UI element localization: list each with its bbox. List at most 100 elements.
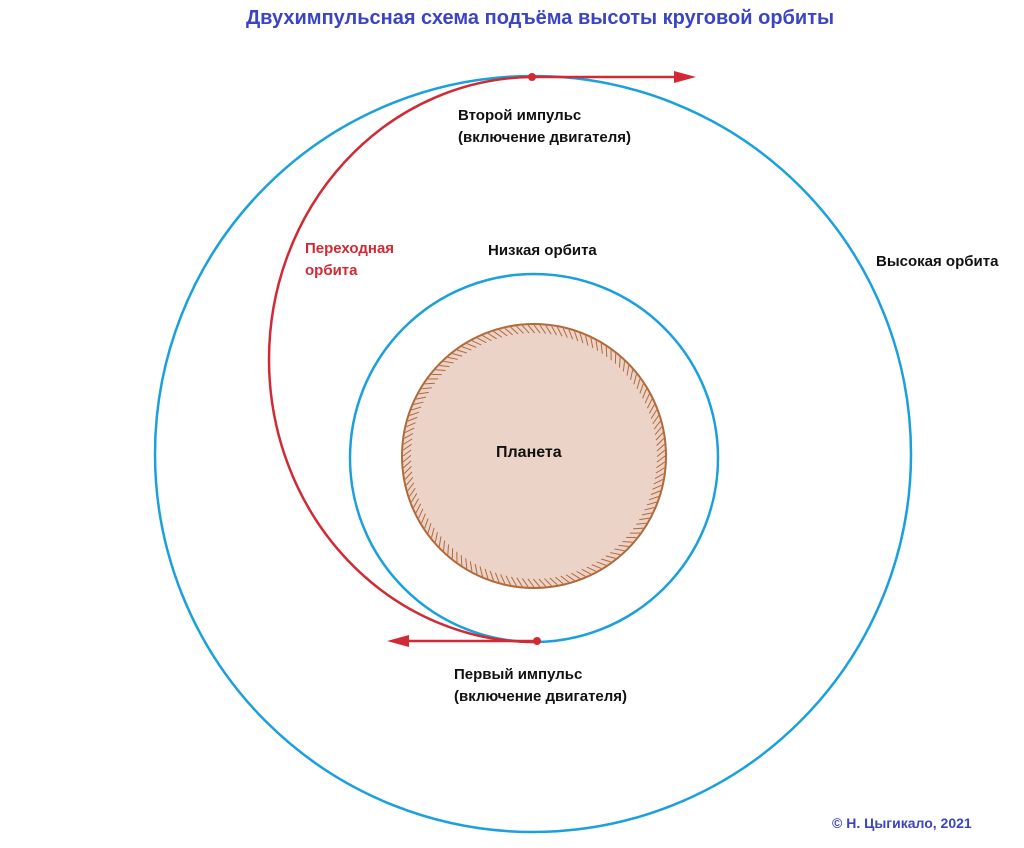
hatch-tick <box>447 544 450 555</box>
hatch-tick <box>646 501 657 506</box>
hatch-tick <box>590 337 594 349</box>
hatch-tick <box>622 361 626 372</box>
hatch-tick <box>626 365 630 376</box>
hatch-tick <box>641 512 653 516</box>
hatch-tick <box>650 490 661 496</box>
hatch-tick <box>596 561 607 566</box>
hatch-tick <box>574 331 579 342</box>
hatch-tick <box>618 357 621 368</box>
hatch-tick <box>636 378 641 389</box>
hatch-tick <box>466 343 477 348</box>
hatch-tick <box>493 331 503 338</box>
hatch-tick <box>403 460 412 469</box>
hatch-tick <box>545 325 552 335</box>
hatch-tick <box>510 576 517 587</box>
hatch-tick <box>516 577 523 587</box>
hatch-tick <box>653 420 661 430</box>
hatch-tick <box>489 570 494 581</box>
first-impulse-point <box>533 637 541 645</box>
hatch-tick <box>539 324 547 334</box>
hatch-tick <box>595 340 599 351</box>
hatch-tick <box>421 513 426 524</box>
hatch-tick <box>418 391 429 395</box>
copyright-notice: © Н. Цыгикало, 2021 <box>832 815 972 831</box>
hatch-tick <box>418 508 424 519</box>
hatch-tick <box>538 578 547 587</box>
hatch-tick <box>510 326 519 335</box>
hatch-tick <box>601 558 612 563</box>
hatch-tick <box>516 325 524 334</box>
hatch-tick <box>443 360 454 364</box>
hatch-tick <box>656 443 665 452</box>
hatch-tick <box>600 343 603 354</box>
hatch-tick <box>498 329 508 337</box>
planet-surface-hatching <box>402 324 666 588</box>
hatch-tick <box>648 496 659 501</box>
hatch-tick <box>435 369 446 372</box>
hatch-tick <box>653 478 664 485</box>
hatch-tick <box>656 461 666 469</box>
hatch-tick <box>642 388 647 399</box>
hatch-tick <box>533 324 541 334</box>
hatch-tick <box>639 517 650 521</box>
hatch-tick <box>402 443 412 451</box>
hatch-tick <box>405 477 414 486</box>
hatch-tick <box>630 369 634 380</box>
first-impulse-arrowhead <box>387 635 409 647</box>
hatch-tick <box>655 432 664 441</box>
hatch-tick <box>581 568 592 575</box>
second-impulse-label: Второй импульс (включение двигателя) <box>458 105 631 149</box>
hatch-tick <box>633 374 637 385</box>
hatch-tick <box>402 454 412 463</box>
hatch-tick <box>500 574 506 584</box>
hatch-tick <box>646 398 653 409</box>
hatch-tick <box>579 333 584 344</box>
hatch-tick <box>527 324 536 334</box>
hatch-tick <box>605 555 616 559</box>
transfer-orbit-label: Переходная орбита <box>305 238 394 282</box>
hatch-tick <box>521 325 530 334</box>
first-impulse-label-line1: Первый импульс <box>454 666 583 683</box>
hatch-tick <box>633 527 644 530</box>
hatch-tick <box>654 426 663 435</box>
hatch-tick <box>527 578 535 588</box>
planet-label: Планета <box>496 444 562 461</box>
hatch-tick <box>494 572 500 583</box>
hatch-tick <box>447 356 458 360</box>
hatch-tick <box>532 578 541 588</box>
hatch-tick <box>571 572 581 580</box>
hatch-tick <box>484 568 489 579</box>
hatch-tick <box>413 401 424 405</box>
hatch-tick <box>415 503 422 514</box>
second-impulse-point <box>528 73 536 81</box>
hatch-tick <box>650 409 658 419</box>
hatch-tick <box>576 570 586 577</box>
hatch-tick <box>654 473 665 480</box>
hatch-tick <box>591 564 602 569</box>
hatch-tick <box>504 327 513 336</box>
hatch-tick <box>411 406 422 411</box>
transfer-orbit-label-line1: Переходная <box>305 240 395 257</box>
hatch-tick <box>585 335 589 346</box>
hatch-tick <box>555 576 564 585</box>
hatch-tick <box>442 540 446 551</box>
transfer-orbit-path <box>267 75 538 644</box>
hatch-tick <box>409 487 416 497</box>
planet-body <box>401 323 667 589</box>
hatch-tick <box>404 471 413 480</box>
hatch-tick <box>560 575 570 583</box>
hatch-tick <box>487 332 497 340</box>
hatch-tick <box>434 532 438 543</box>
hatch-tick <box>639 383 644 394</box>
hatch-tick <box>406 422 416 428</box>
hatch-tick <box>474 563 478 575</box>
hatch-tick <box>438 536 442 547</box>
hatch-tick <box>636 522 647 525</box>
hatch-tick <box>644 393 650 404</box>
high-orbit-label: Высокая орбита <box>876 253 999 270</box>
low-orbit-label: Низкая орбита <box>488 242 597 259</box>
hatch-tick <box>648 404 655 414</box>
hatch-tick <box>469 561 473 572</box>
hatch-tick <box>413 498 420 508</box>
